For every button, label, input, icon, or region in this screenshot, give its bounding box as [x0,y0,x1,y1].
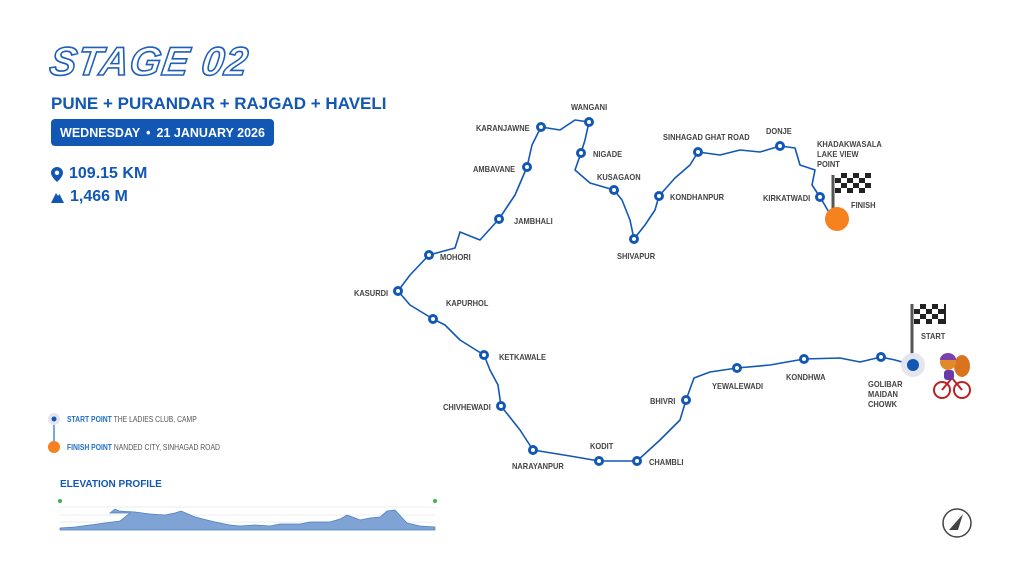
waypoint-label: JAMBHALI [514,216,553,226]
waypoint-label: KAPURHOL [446,298,489,308]
legend-finish: FINISH POINT NANDED CITY, SINHAGAD ROAD [67,443,220,452]
waypoint-label: MOHORI [440,252,471,262]
waypoint-label: KUSAGAON [597,172,641,182]
waypoint-label: KODIT [590,441,614,451]
waypoint-label: CHAMBLI [649,457,684,467]
distance-value: 109.15 KM [69,165,148,182]
waypoint-label: KIRKATWADI [763,193,811,203]
bullet: • [146,125,151,140]
finish-marker-icon [48,441,60,453]
profile-start-dot [58,499,62,503]
waypoint-label: NARAYANPUR [512,461,564,471]
cyclist-mascot-icon [933,353,971,399]
elevation-value: 1,466 M [70,188,128,205]
distance-stat: 109.15 KM [51,165,147,183]
legend-markers [48,413,60,453]
waypoint-label: DONJE [766,126,792,136]
waypoint-label: YEWALEWADI [712,381,764,391]
compass-icon [942,508,972,538]
waypoint-label: SHIVAPUR [617,251,656,261]
elevation-profile-chart [58,499,437,531]
date-badge: WEDNESDAY • 21 JANUARY 2026 [51,119,274,146]
mountain-icon [51,193,64,203]
elevation-stat: 1,466 M [51,188,128,206]
waypoint-label: KONDHWA [786,372,826,382]
waypoint-label: NIGADE [593,149,623,159]
waypoint-label: WANGANI [571,102,608,112]
elevation-area [59,508,436,531]
profile-end-dot [433,499,437,503]
stage-subtitle: PUNE + PURANDAR + RAJGAD + HAVELI [51,94,387,113]
waypoint-label: SINHAGAD GHAT ROAD [663,132,750,142]
start-label: START [921,331,946,341]
finish-marker [825,207,849,231]
waypoint-label: KARANJAWNE [476,123,530,133]
legend-start: START POINT THE LADIES CLUB, CAMP [67,415,197,424]
waypoint-label: CHIVHEWADI [443,402,491,412]
elevation-profile-title: ELEVATION PROFILE [60,479,162,490]
date: 21 JANUARY 2026 [156,125,265,140]
waypoint-label: KETKAWALE [499,352,546,362]
day: WEDNESDAY [60,125,141,140]
waypoint-label: KONDHANPUR [670,192,725,202]
waypoint-label: KHADAKWASALA LAKE VIEW POINT [817,139,882,169]
waypoint-label: AMBAVANE [473,164,516,174]
waypoint-label: KASURDI [354,288,389,298]
location-pin-icon [51,166,63,182]
finish-label: FINISH [851,200,876,210]
waypoint-label: BHIVRI [650,396,676,406]
waypoint-label: GOLIBAR MAIDAN CHOWK [868,379,903,409]
start-flag-icon [910,304,946,355]
route-line [397,119,914,462]
